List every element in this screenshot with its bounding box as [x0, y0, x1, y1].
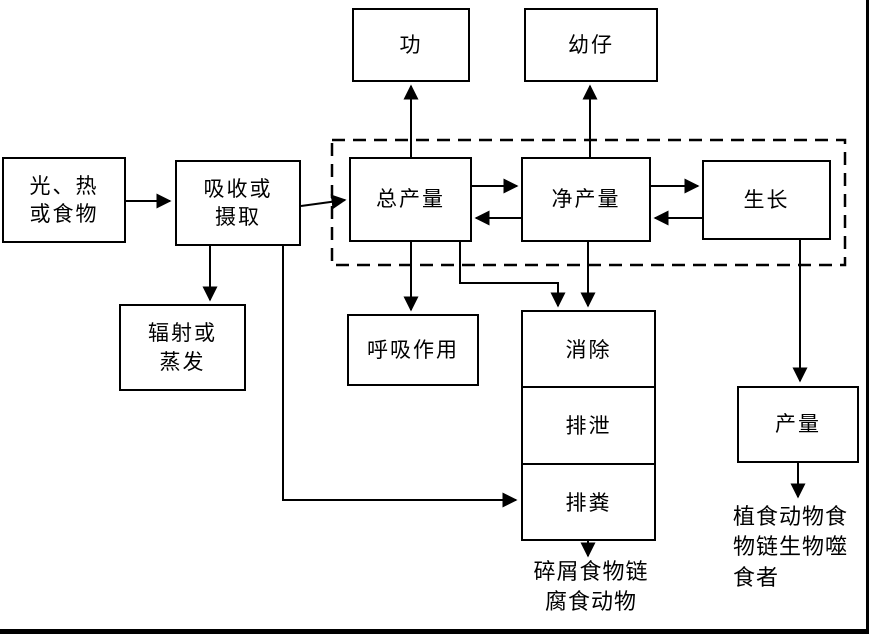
- cell-elimination: 消除: [523, 312, 654, 386]
- box-radiation-evaporation-line2: 蒸发: [159, 349, 206, 374]
- box-absorb-intake-line2: 摄取: [215, 205, 261, 229]
- box-work: 功: [352, 8, 470, 82]
- cell-defecation: 排粪: [523, 462, 654, 539]
- box-radiation-evaporation: 辐射或 蒸发: [119, 304, 246, 391]
- cell-elimination-label: 消除: [565, 338, 612, 363]
- arrow-absorb-to-defecation: [282, 246, 518, 508]
- box-offspring-label: 幼仔: [568, 32, 614, 57]
- box-loss-stack: 消除 排泄 排粪: [521, 310, 656, 541]
- box-gross-production: 总产量: [349, 157, 472, 242]
- cell-excretion: 排泄: [523, 386, 654, 462]
- cell-defecation-label: 排粪: [565, 490, 612, 515]
- box-growth: 生长: [702, 160, 831, 240]
- box-yield-label: 产量: [775, 412, 821, 437]
- box-light-heat-food: 光、热 或食物: [2, 157, 126, 243]
- label-detritus-line2: 腐食动物: [544, 590, 637, 616]
- label-herbivore-line1: 植食动物食: [733, 505, 849, 530]
- box-growth-label: 生长: [743, 187, 790, 212]
- arrow-absorb-to-gross: [300, 194, 347, 210]
- box-gross-production-label: 总产量: [376, 187, 445, 212]
- label-detritus-chain: 碎屑食物链 腐食动物: [521, 558, 661, 619]
- box-light-heat-food-line2: 或食物: [29, 202, 99, 226]
- label-herbivore-chain: 植食动物食 物链生物噬 食者: [733, 503, 866, 594]
- box-offspring: 幼仔: [524, 8, 658, 82]
- box-absorb-intake-line1: 吸收或: [203, 176, 273, 201]
- label-detritus-line1: 碎屑食物链: [533, 560, 649, 585]
- box-respiration: 呼吸作用: [347, 314, 479, 386]
- box-yield: 产量: [737, 386, 859, 463]
- box-net-production: 净产量: [521, 157, 651, 242]
- box-respiration-label: 呼吸作用: [367, 337, 459, 362]
- label-herbivore-line2: 物链生物噬: [733, 535, 849, 561]
- cell-excretion-label: 排泄: [565, 414, 612, 439]
- box-net-production-label: 净产量: [551, 187, 621, 212]
- box-work-label: 功: [399, 32, 423, 57]
- box-absorb-intake: 吸收或 摄取: [175, 160, 301, 246]
- label-herbivore-line3: 食者: [733, 565, 780, 591]
- arrow-gross-to-elimination: [459, 242, 566, 308]
- box-light-heat-food-line1: 光、热: [29, 173, 99, 198]
- box-radiation-evaporation-line1: 辐射或: [148, 321, 217, 346]
